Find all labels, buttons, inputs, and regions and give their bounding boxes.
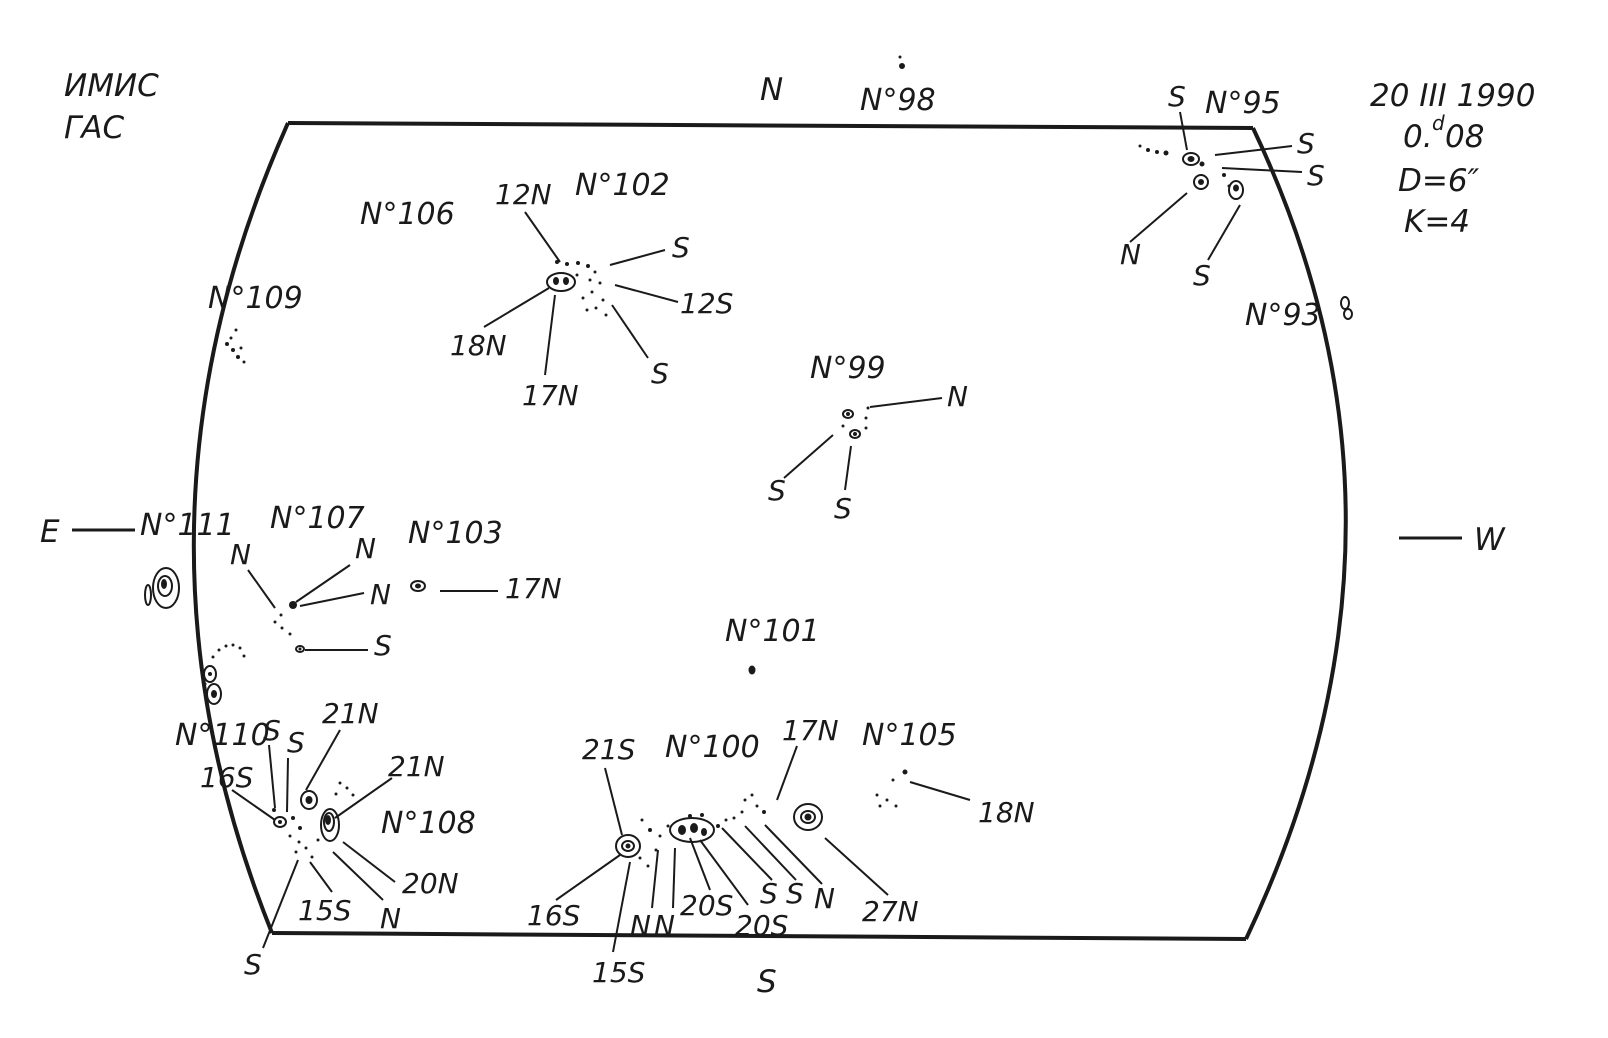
group-106-label: N°106 [360,197,455,232]
polarity-label: 12S [680,287,733,320]
group-108: N°108 S S 16S 21N 21N 20N 15S N S [200,697,476,981]
polarity-label: N [370,578,391,611]
polarity-label: S [374,629,392,662]
observation-time-superscript: d [1432,111,1445,135]
compass-west: W [1474,522,1506,558]
observation-time-base: 0. [1403,119,1433,155]
group-100: N°100 21S 17N 16S 15S N N 20S 20S S S N … [527,714,919,989]
polarity-label: N [654,909,675,942]
group-109: N°109 [208,281,303,364]
group-99-label: N°99 [810,351,886,386]
polarity-label: 18N [978,796,1035,829]
polarity-label: S [244,948,262,981]
institute-label-line1: ИМИС [64,68,159,104]
polarity-label: 12N [495,178,552,211]
group-100-label: N°100 [665,730,760,765]
polarity-label: 21N [322,697,379,730]
polarity-label: S [786,877,804,910]
group-98-label: N°98 [860,83,936,118]
group-101-label: N°101 [725,614,820,649]
seeing-diameter: D=6″ [1398,163,1480,199]
polarity-label: S [834,492,852,525]
group-107: N°107 N N N S [230,501,392,662]
polarity-label: 15S [298,894,351,927]
polarity-label: N [814,882,835,915]
polarity-label: S [263,714,281,747]
group-107-label: N°107 [270,501,365,536]
group-103-label: N°103 [408,516,503,551]
group-108-label: N°108 [381,806,476,841]
polarity-label: 21N [388,750,445,783]
polarity-label: 17N [505,572,562,605]
polarity-label: S [1307,159,1325,192]
polarity-label: N [380,902,401,935]
polarity-label: S [1193,259,1211,292]
group-111-label: N°111 [140,508,235,543]
sunspot [899,63,905,69]
polarity-label: N [947,380,968,413]
polarity-label: 20N [402,867,459,900]
group-110-label: N°110 [175,718,270,753]
observation-time-fraction: 08 [1445,119,1484,155]
group-101: N°101 [725,614,820,675]
group-98: N°98 [860,55,936,118]
sunspot [898,55,902,59]
compass-east: E [40,514,60,550]
polarity-label: S [760,877,778,910]
polarity-label: S [1168,80,1186,113]
group-93: N°93 [1245,296,1353,333]
group-109-label: N°109 [208,281,303,316]
group-99: N°99 N S S [768,351,968,525]
polarity-label: 20S [680,889,733,922]
polarity-label: 16S [527,899,580,932]
group-106: N°106 [360,197,455,232]
polarity-label: 20S [735,909,788,942]
polarity-label: S [672,231,690,264]
polarity-label: 16S [200,761,253,794]
observation-date: 20 III 1990 [1370,78,1535,114]
group-110: N°110 [175,643,270,753]
group-105: N°105 18N [862,718,1035,829]
polarity-label: N [1120,238,1141,271]
polarity-label: 15S [592,956,645,989]
polarity-label: 27N [862,895,919,928]
group-103: N°103 17N [408,516,562,605]
polarity-label: S [651,357,669,390]
sunspot-cluster [615,793,823,868]
solar-disk-outline [191,121,1348,941]
polarity-label: 17N [782,714,839,747]
polarity-label: S [1297,127,1315,160]
polarity-label: N [630,909,651,942]
institute-label-line2: ГАС [64,110,124,146]
group-102: N°102 12N S 12S S 18N 17N [450,168,733,412]
polarity-label: S [287,726,305,759]
sunspot-cluster [272,781,355,859]
polarity-label: N [230,538,251,571]
group-102-label: N°102 [575,168,670,203]
polarity-label: 18N [450,329,507,362]
polarity-label: 17N [522,379,579,412]
polarity-label: S [768,474,786,507]
compass-north: N [760,72,783,108]
polarity-label: N [355,532,376,565]
sunspot-cluster [546,260,608,317]
observation-time: 0. d 08 [1403,111,1484,155]
k-index: K=4 [1404,204,1470,240]
polarity-label: 21S [582,733,635,766]
group-105-label: N°105 [862,718,957,753]
group-111: N°111 [140,508,235,609]
group-93-label: N°93 [1245,298,1321,333]
group-95: N°95 S S S N S [1120,80,1325,292]
compass-south: S [757,964,777,1000]
group-95-label: N°95 [1205,86,1281,121]
